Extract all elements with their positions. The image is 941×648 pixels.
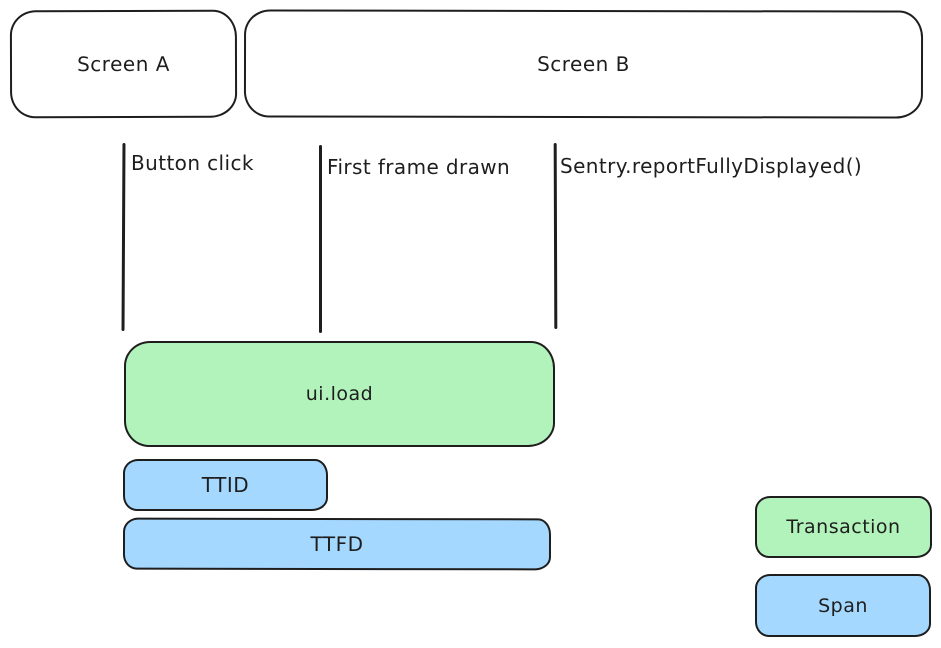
legend-transaction-box: Transaction [755, 496, 932, 558]
button-click-marker-line [121, 142, 126, 332]
legend-span-label: Span [818, 594, 868, 617]
ui-load-label: ui.load [305, 383, 374, 405]
ttfd-span-bar: TTFD [122, 517, 552, 571]
first-frame-drawn-label: First frame drawn [327, 155, 511, 179]
ttid-span-bar: TTID [123, 459, 328, 511]
screen-b-box: Screen B [243, 9, 924, 119]
legend-transaction-label: Transaction [786, 516, 901, 538]
report-fully-displayed-label: Sentry.reportFullyDisplayed() [560, 154, 863, 178]
first-frame-drawn-marker-line [319, 145, 322, 333]
ttfd-label: TTFD [310, 531, 364, 557]
screen-b-label: Screen B [537, 51, 630, 77]
ui-load-transaction-bar: ui.load [124, 335, 555, 447]
report-fully-displayed-marker-line [553, 142, 558, 330]
button-click-label: Button click [131, 151, 254, 175]
screen-a-box: Screen A [9, 9, 238, 119]
legend-span-box: Span [755, 574, 931, 637]
ttid-label: TTID [201, 473, 250, 497]
screen-a-label: Screen A [77, 51, 170, 77]
